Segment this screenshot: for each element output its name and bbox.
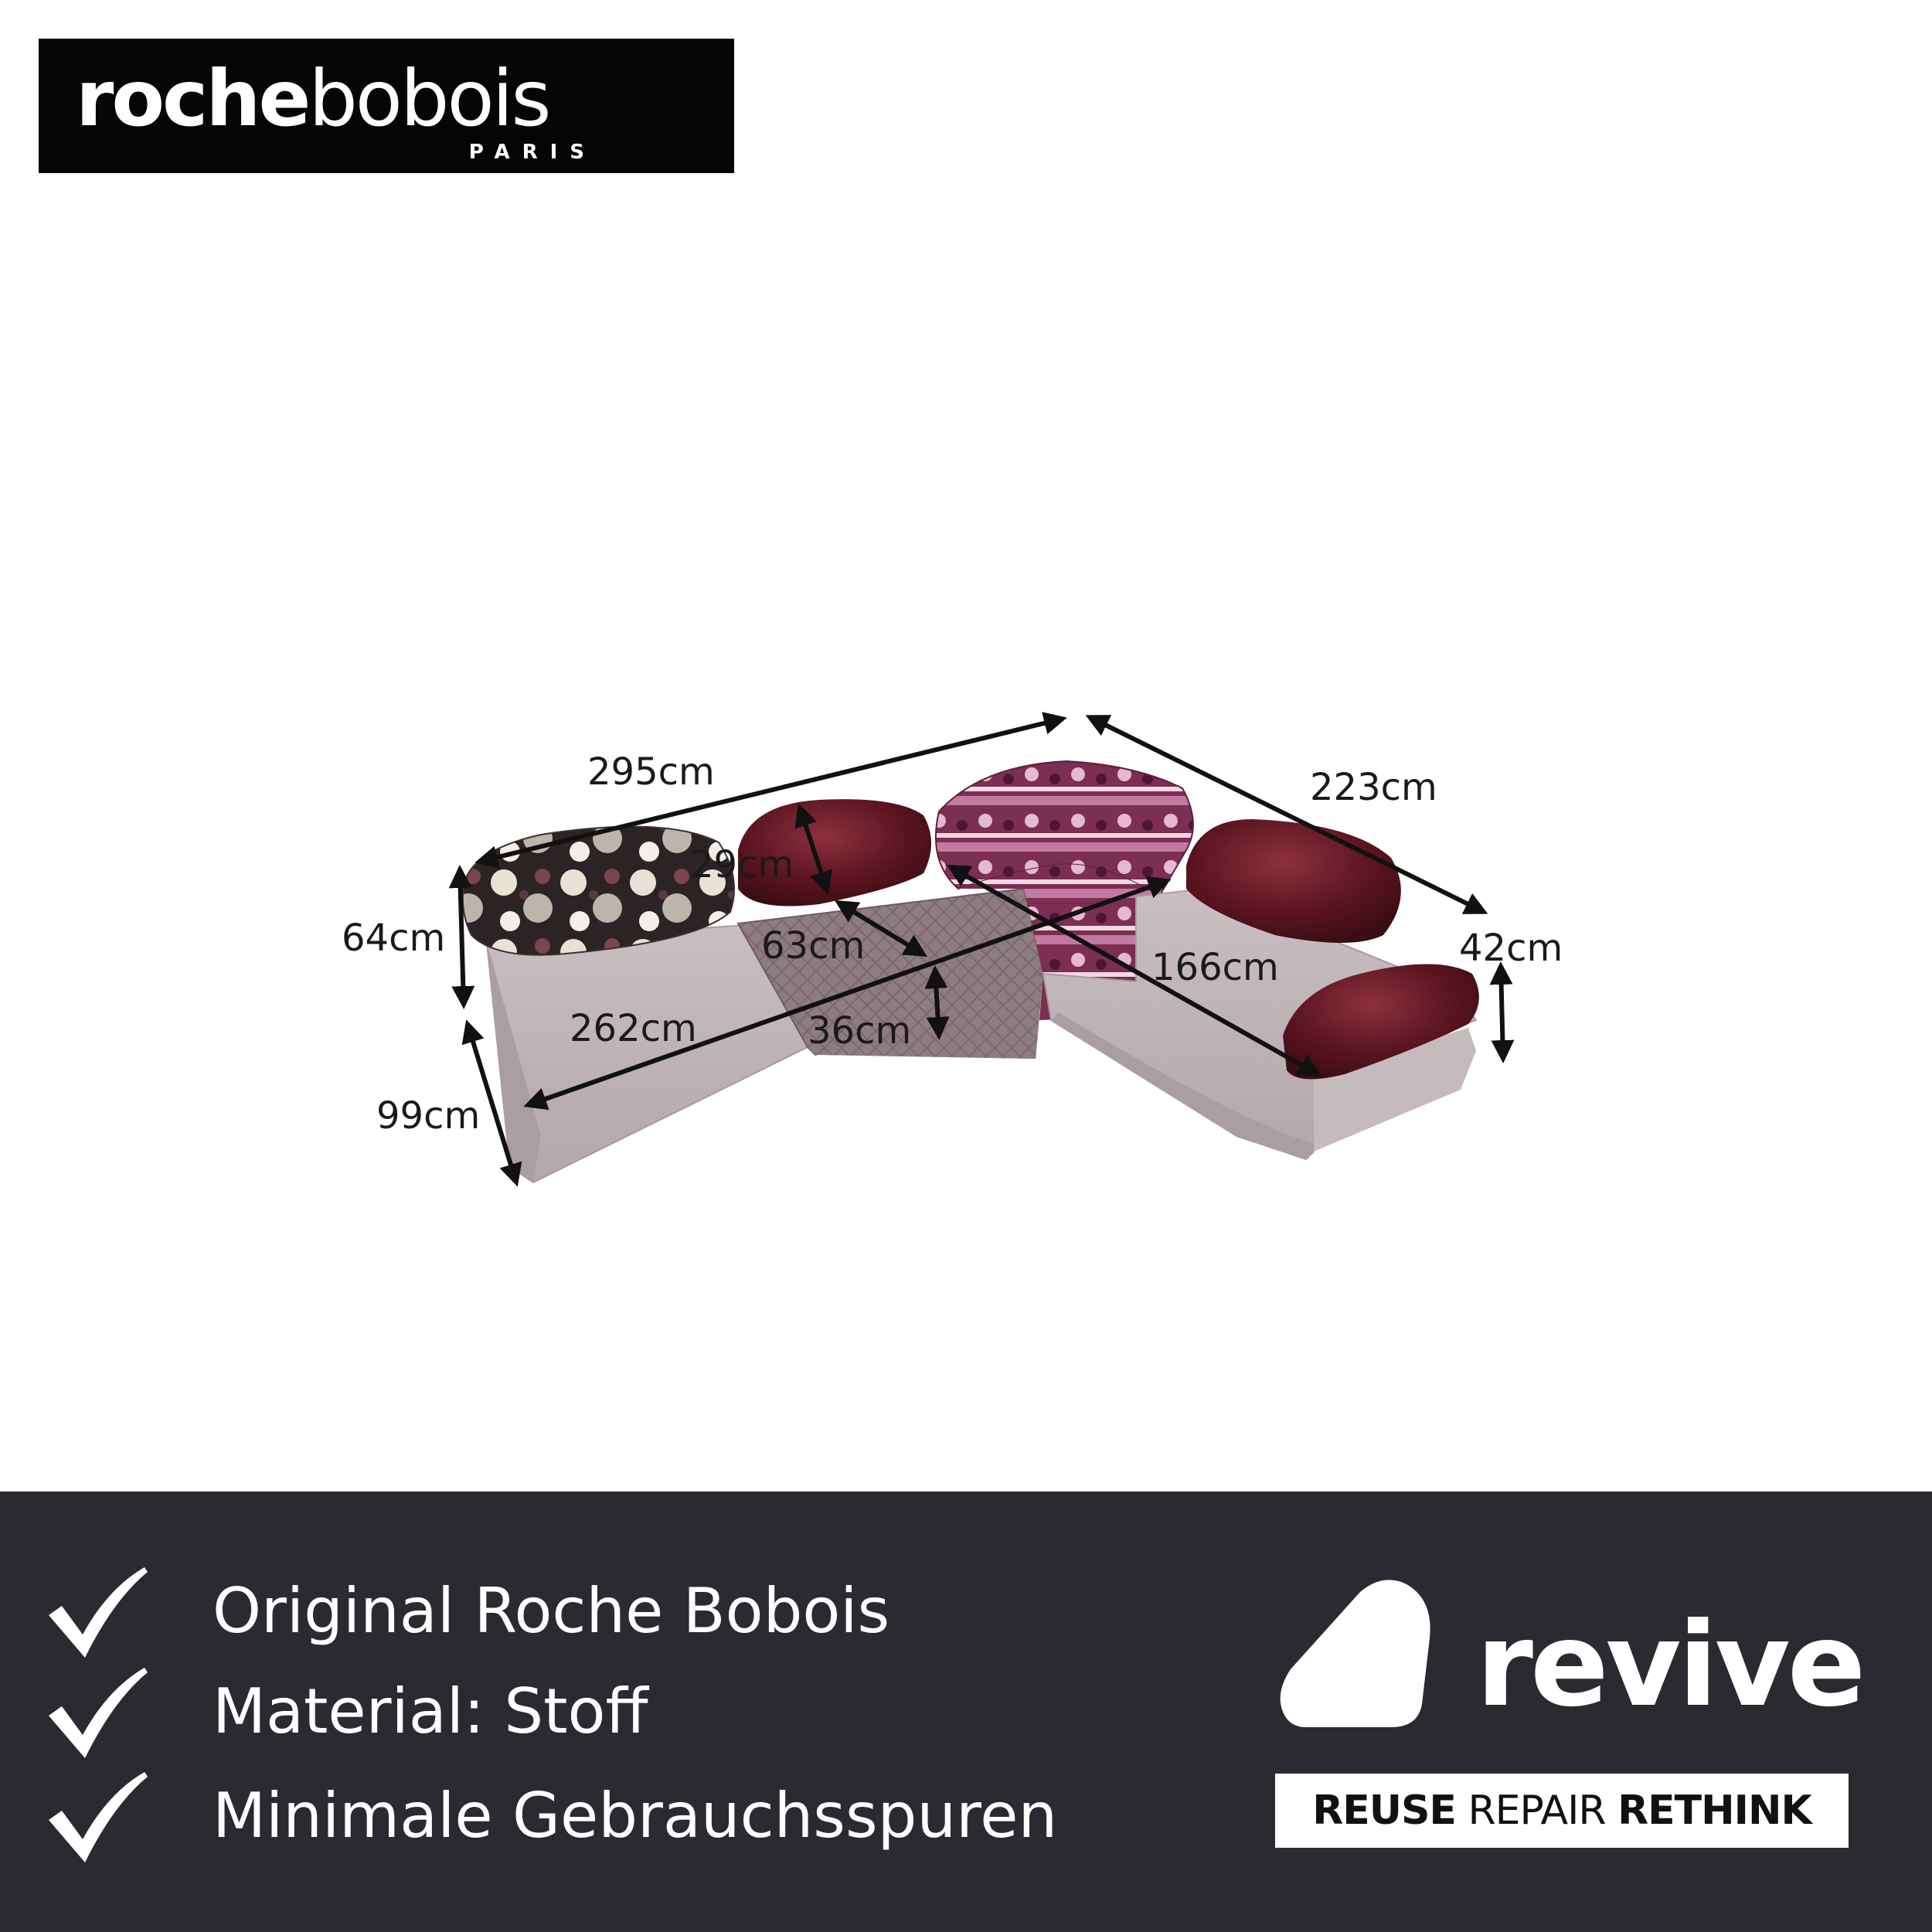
arrow-295: [474, 712, 1067, 869]
dimension-label-99: 99cm: [376, 1094, 481, 1138]
revive-logo-wordmark: revive: [1476, 1598, 1866, 1733]
brand-city: PARIS: [468, 141, 597, 164]
dimension-label-166: 166cm: [1151, 946, 1279, 989]
dimension-label-223: 223cm: [1310, 766, 1437, 809]
tagline: REUSE REPAIR RETHINK: [1275, 1791, 1849, 1831]
arrow-223: [1085, 715, 1488, 914]
checkmark-icon: [49, 1772, 148, 1862]
brand-logo: rochebobois PARIS: [39, 39, 734, 173]
feature-item: Minimale Gebrauchsspuren: [43, 1766, 1202, 1866]
brand-name-light: bobois: [308, 53, 551, 144]
arrow-42: [1489, 961, 1515, 1063]
checkmark-icon: [49, 1567, 148, 1658]
product-image: 295cm 223cm 64cm 29cm 63cm 42cm 166cm 26…: [0, 657, 1932, 1213]
arrow-99: [461, 1019, 522, 1187]
feature-text: Original Roche Bobois: [213, 1575, 890, 1647]
dimension-label-42: 42cm: [1459, 927, 1563, 970]
dimension-label-36: 36cm: [808, 1009, 912, 1053]
dimension-label-295: 295cm: [587, 750, 715, 794]
feature-item: Original Roche Bobois: [43, 1561, 1202, 1662]
brand-logo-wordmark: rochebobois: [76, 60, 552, 138]
revive-logo-mark: [1280, 1580, 1430, 1727]
tagline-reuse: REUSE: [1312, 1787, 1457, 1834]
checkmark-icon: [49, 1668, 148, 1758]
feature-text: Material: Stoff: [213, 1675, 648, 1747]
tagline-repair: REPAIR: [1468, 1787, 1606, 1834]
sofa-illustration: [448, 712, 1515, 1187]
dimension-label-64: 64cm: [342, 917, 446, 960]
feature-text: Minimale Gebrauchsspuren: [213, 1780, 1058, 1852]
arrow-262: [523, 876, 1172, 1111]
dimension-label-262: 262cm: [570, 1007, 697, 1050]
burgundy-arm-cushion: [1283, 964, 1479, 1080]
feature-item: Material: Stoff: [43, 1662, 1202, 1762]
tagline-rethink: RETHINK: [1617, 1787, 1812, 1834]
dimension-label-63: 63cm: [761, 924, 866, 968]
dimension-label-29: 29cm: [690, 843, 794, 886]
info-footer: Original Roche Bobois Material: Stoff Mi…: [0, 1492, 1932, 1932]
brand-name-bold: roche: [76, 53, 311, 144]
tagline-box: REUSE REPAIR RETHINK: [1275, 1774, 1849, 1848]
arrow-64: [448, 865, 475, 1009]
